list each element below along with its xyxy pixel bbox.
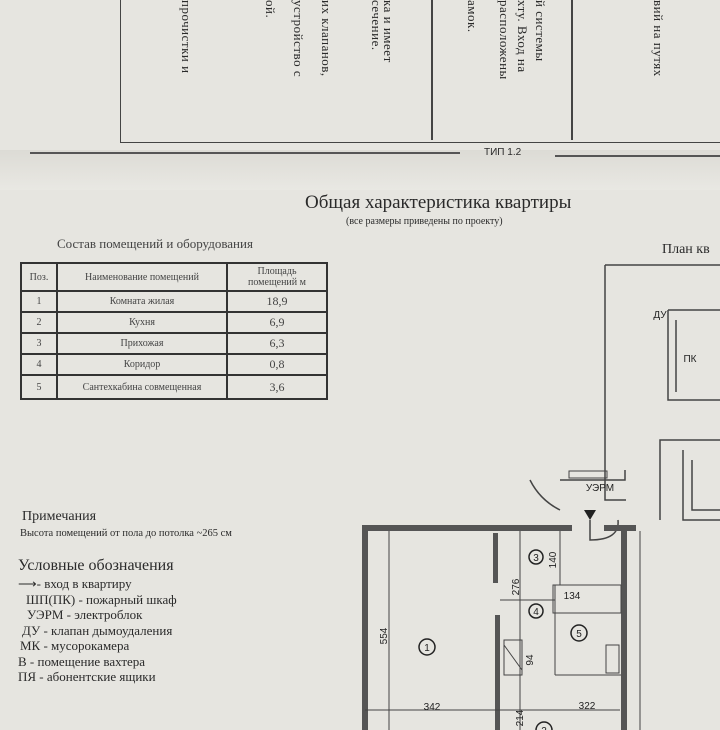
cell-name: Кухня [56, 311, 228, 334]
rotated-text: их клапанов, [319, 0, 334, 77]
header-rule [30, 152, 460, 154]
room-mark-1 [418, 638, 436, 656]
rotated-text: хту. Вход на [515, 0, 530, 73]
cell-area: 6,9 [226, 311, 328, 334]
legend-item: МК - мусорокамера [20, 638, 130, 653]
page-fold [0, 150, 720, 190]
cell-pos: 3 [20, 332, 58, 355]
legend-item: ДУ - клапан дымоудаления [22, 622, 173, 638]
header-area: Площадь помещений м [226, 262, 328, 292]
room-number: 1 [424, 643, 430, 654]
rotated-text: расположены [497, 0, 512, 80]
rotated-text: й системы [533, 0, 548, 62]
cell-pos: 2 [20, 311, 58, 334]
dimension-322: 322 [579, 701, 596, 712]
dimension-276: 276 [511, 578, 522, 595]
previous-page-table [120, 0, 720, 143]
cell-area: 6,3 [226, 332, 328, 355]
dimension-134: 134 [564, 591, 581, 602]
table-divider [571, 0, 573, 140]
room-number: 5 [576, 629, 582, 640]
cell-area: 18,9 [226, 290, 328, 313]
legend-item: ШП(ПК) - пожарный шкаф [26, 591, 177, 607]
legend-item: УЭРМ - электроблок [27, 607, 143, 622]
dimension-140: 140 [548, 551, 559, 568]
dimension-342: 342 [424, 702, 441, 713]
uerm-label: УЭРМ [586, 483, 614, 494]
cell-pos: 1 [20, 290, 58, 313]
legend-item: ⟶- вход в квартиру [18, 576, 177, 592]
header-name: Наименование помещений [56, 262, 228, 292]
cell-pos: 5 [20, 374, 58, 400]
legend-item: В - помещение вахтера [18, 653, 146, 669]
cell-area: 0,8 [226, 353, 328, 376]
rooms-title: Состав помещений и оборудования [57, 236, 253, 251]
room-number: 4 [533, 607, 539, 618]
rotated-text: ой. [263, 0, 278, 19]
cell-name: Прихожая [56, 332, 228, 355]
rotated-text: ка и имеет [381, 0, 396, 63]
uerm-block [568, 470, 608, 479]
rotated-text: сечение. [369, 0, 384, 51]
room-number: 3 [533, 553, 539, 564]
entry-arrow-icon: ⟶ [18, 576, 37, 591]
legend-title: Условные обозначения [18, 557, 174, 574]
header-rule [555, 155, 720, 157]
du-label: ДУ [653, 310, 667, 321]
room-number: 2 [541, 726, 547, 730]
dimension-554: 554 [379, 627, 390, 644]
rooms-table: Поз. Наименование помещений Площадь поме… [20, 262, 328, 400]
plan-title: План кв [662, 242, 710, 257]
table-header-row: Поз. Наименование помещений Площадь поме… [20, 262, 328, 292]
rotated-text: устройство с [291, 0, 306, 78]
table-divider [431, 0, 433, 140]
legend-text: - вход в квартиру [36, 576, 132, 591]
type-label: ТИП 1.2 [484, 147, 522, 158]
dimension-94: 94 [525, 654, 536, 666]
cell-area: 3,6 [226, 374, 328, 400]
cell-name: Сантехкабина совмещенная [56, 374, 228, 400]
legend: Условные обозначения ⟶- вход в квартиру … [18, 556, 177, 685]
legend-item: ПЯ - абонентские ящики [18, 669, 156, 684]
cell-pos: 4 [20, 353, 58, 376]
notes-title: Примечания [22, 509, 97, 524]
rotated-text: амок. [465, 0, 480, 33]
dimension-214: 214 [515, 709, 526, 726]
room-mark-5 [570, 624, 588, 642]
page-title: Общая характеристика квартиры [305, 192, 572, 213]
pk-label: ПК [683, 354, 696, 365]
room-mark-2 [535, 721, 553, 730]
notes-text: Высота помещений от пола до потолка ~265… [20, 528, 232, 539]
room-mark-3 [528, 549, 544, 565]
header-pos: Поз. [20, 262, 58, 292]
cell-name: Комната жилая [56, 290, 228, 313]
cell-name: Коридор [56, 353, 228, 376]
room-mark-4 [528, 603, 544, 619]
page-subtitle: (все размеры приведены по проекту) [346, 216, 503, 227]
rotated-text: вий на путях [651, 0, 666, 77]
rotated-text: прочистки и [179, 0, 194, 74]
entry-arrow-icon [584, 510, 596, 520]
